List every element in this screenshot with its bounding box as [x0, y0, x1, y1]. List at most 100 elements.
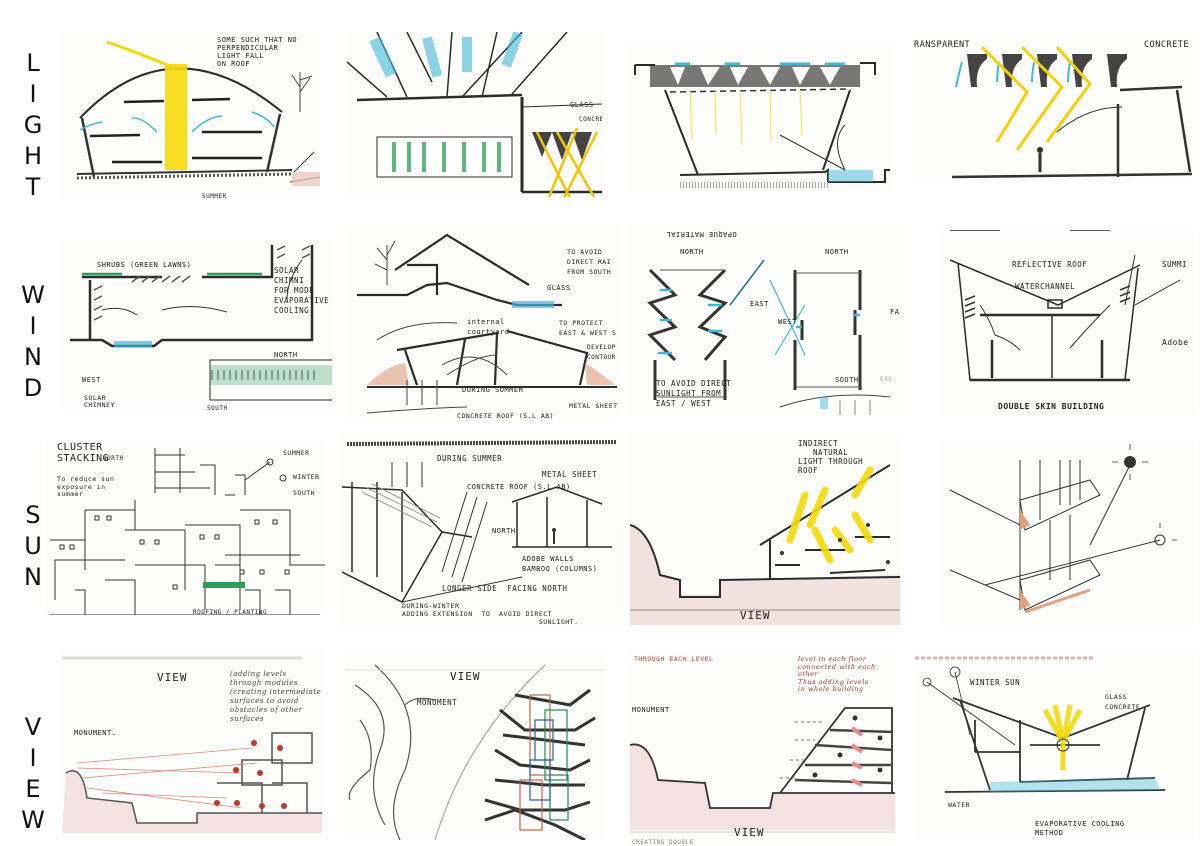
annotation-longer-side-north: LONGER SIDE FACING NORTH: [442, 584, 568, 593]
annotation-summer: SUMMI: [1162, 260, 1188, 269]
annotation-west-right: WEST: [778, 318, 797, 326]
roof-extension-drawing: [342, 440, 618, 603]
annotation-metal-sheet: METAL SHEET: [569, 402, 617, 410]
annotation-level-connected: level in each floor connected with each …: [798, 655, 876, 693]
sketch-sun-cluster-stacking: CLUSTER STACKING NORTH SUMMER WINTER SOU…: [45, 440, 325, 615]
annotation-during-summer: DURING SUMMER: [462, 386, 524, 394]
annotation-solar-chimney-cooling: SOLAR CHIMNI FOR MODE EVAPORATIVE COOLIN…: [274, 266, 330, 315]
annotation-through-each-level: THROUGH EACH LEVEL: [634, 655, 714, 663]
sketch-sun-indirect-light: INDIRECT NATURAL LIGHT THROUGH ROOF VIEW: [630, 435, 900, 625]
annotation-north-right: NORTH: [825, 248, 849, 256]
annotation-concrete-top: CONCRETE: [1144, 40, 1189, 50]
annotation-view: VIEW: [734, 826, 765, 839]
annotation-south: SOUTH: [207, 405, 228, 410]
row-label-letter: L: [26, 49, 40, 77]
annotation-north: NORTH: [103, 455, 124, 462]
sketch-light-truss-roof: [630, 45, 890, 190]
stepped-plan-drawing: [345, 664, 605, 840]
row-label-letter: I: [29, 312, 37, 340]
sketch-wind-courtyard: TO AVOID DIRECT RAI FROM SOUTH GLASS int…: [347, 225, 617, 420]
annotation-glass: GLASS: [570, 101, 594, 109]
sketch-view-evaporative-cooling: WINTER SUN GLASS CONCRETE WATER EVAPORAT…: [915, 650, 1195, 840]
sketch-light-vault-section: SOME SUCH THAT NO PERPENDICULAR LIGHT FA…: [62, 32, 320, 198]
annotation-water-channel: WATERCHANNEL: [1015, 282, 1076, 291]
annotation-develop-contour: DEVELOP. CONTOUR: [587, 344, 617, 361]
annotation-north-left: NORTH: [680, 248, 704, 256]
annotation-east-right: FA: [890, 308, 900, 316]
annotation-view: VIEW: [450, 670, 481, 683]
annotation-concrete-roof: CONCRETE ROOF (S.L AB): [457, 412, 555, 420]
sketch-light-arch-canopy: RANSPARENT CONCRETE: [912, 32, 1192, 182]
annotation-metal-sheet: METAL SHEET: [542, 470, 598, 479]
sketch-sun-metal-roof-extension: DURING SUMMER METAL SHEET CONCRETE ROOF …: [342, 432, 622, 627]
annotation-west: WEST: [82, 376, 101, 384]
annotation-adobe-walls-bamboo: ADOBE WALLS BAMBOO (COLUMNS): [522, 555, 598, 573]
annotation-east-faded: EAS: [880, 376, 893, 383]
annotation-adobe: Adobe: [1162, 338, 1189, 347]
row-label-letter: I: [29, 80, 37, 108]
sketch-wind-plans-fins: OPAQUE MATERIAL NORTH EAST NORTH WEST FA…: [630, 225, 902, 415]
annotation-reflective-roof: REFLECTIVE ROOF: [1012, 260, 1088, 269]
row-label-letter: E: [25, 775, 41, 803]
annotation-summer: SUMMER: [202, 193, 227, 198]
truss-roof-drawing: [634, 62, 890, 188]
row-label-letter: G: [23, 111, 43, 139]
annotation-concrete-roof: CONCRETE ROOF (S.L AB): [467, 483, 571, 491]
annotation-view: VIEW: [740, 609, 771, 622]
annotation-during-winter-extension: DURING-WINTER ADDING EXTENSION TO AVOID …: [402, 602, 579, 626]
sketch-view-plan-stepped: VIEW MONUMENT: [345, 650, 605, 840]
row-label-letter: H: [23, 142, 43, 170]
row-label-letter: W: [21, 281, 45, 309]
annotation-shrubs: SHRUBS (GREEN LAWNS): [97, 261, 192, 269]
annotation-evaporative-cooling-method: EVAPORATIVE COOLING METHOD: [1035, 820, 1125, 837]
annotation-transparent: RANSPARENT: [914, 40, 971, 50]
view-modules-drawing: [62, 656, 322, 833]
annotation-north: NORTH: [492, 527, 516, 535]
row-label-letter: I: [29, 744, 37, 772]
annotation-monument: MONUMENT.: [74, 729, 117, 737]
cluster-stacking-drawing: [50, 448, 325, 615]
skylight-drawing: [347, 32, 602, 197]
arch-canopy-drawing: [951, 45, 1192, 179]
row-label-letter: S: [25, 501, 41, 529]
annotation-glass: GLASS: [547, 284, 571, 292]
annotation-reduce-sun-exposure: To reduce sun exposure in summer: [57, 475, 115, 498]
sketch-wind-solar-chimney: SHRUBS (GREEN LAWNS) SOLAR CHIMNI FOR MO…: [62, 240, 332, 410]
annotation-avoid-direct-sunlight: TO AVOID DIRECT SUNLIGHT FROM EAST / WES…: [656, 379, 732, 408]
annotation-cluster-stacking: CLUSTER STACKING: [57, 442, 110, 464]
row-label-letter: V: [24, 713, 42, 741]
vault-section-drawing: [76, 40, 320, 186]
terraced-levels-drawing: [630, 707, 895, 833]
annotation-winter: WINTER: [293, 473, 320, 481]
solar-chimney-drawing: [70, 245, 332, 401]
annotation-indirect-natural-light: INDIRECT NATURAL LIGHT THROUGH ROOF: [798, 439, 864, 475]
annotation-opaque-material: OPAQUE MATERIAL: [666, 230, 737, 238]
annotation-adding-levels: (adding levels through modules (creating…: [230, 670, 322, 723]
annotation-double-skin-building: DOUBLE SKIN BUILDING: [998, 402, 1105, 411]
evaporative-cooling-drawing: [915, 656, 1166, 793]
indirect-light-drawing: [630, 464, 900, 625]
sketch-sun-shading-ledges: LIGHT: [940, 440, 1195, 625]
annotation-solar-chimney-plan: SOLAR CHIMNEY: [84, 394, 115, 409]
row-label-letter: U: [24, 532, 42, 560]
annotation-view: VIEW: [157, 671, 188, 684]
sketch-light-skylights: GLASS CONCRETE: [347, 32, 602, 197]
courtyard-drawing: [357, 233, 617, 414]
row-label-letter: N: [24, 563, 42, 591]
annotation-internal-courtyard: internal courtyard: [467, 318, 510, 336]
annotation-concrete: CONCRETE: [579, 116, 602, 123]
annotation-glass-concrete: GLASS CONCRETE: [1105, 693, 1141, 711]
row-label-letter: T: [25, 173, 41, 201]
annotation-avoid-rain: TO AVOID DIRECT RAI FROM SOUTH: [567, 248, 612, 276]
row-label-letter: N: [24, 343, 42, 371]
sketch-wind-double-skin: REFLECTIVE ROOF SUMMI WATERCHANNEL Adobe…: [940, 230, 1195, 415]
double-skin-drawing: [949, 230, 1181, 382]
sketch-view-terraced-levels: THROUGH EACH LEVEL level in each floor c…: [630, 650, 895, 846]
annotation-perpendicular-light: SOME SUCH THAT NO PERPENDICULAR LIGHT FA…: [217, 36, 298, 68]
annotation-monument: MONUMENT: [417, 698, 458, 707]
annotation-south: SOUTH: [293, 489, 316, 497]
